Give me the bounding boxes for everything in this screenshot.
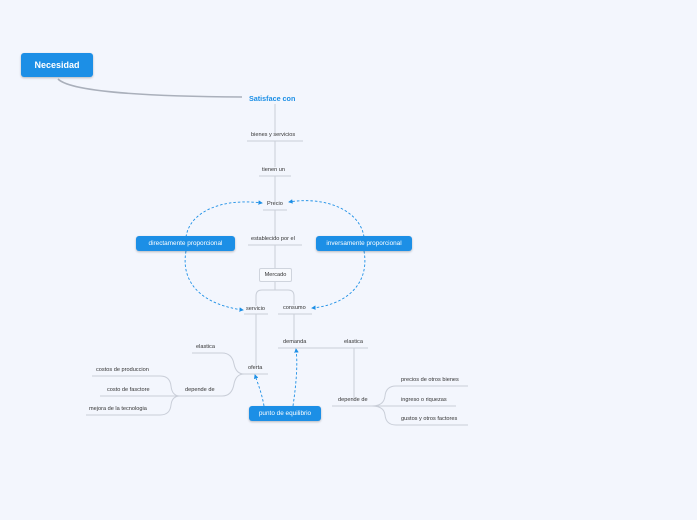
- node-precios-de-otros-bienes[interactable]: precios de otros bienes: [401, 377, 459, 383]
- node-establecido-por-el[interactable]: establecido por el: [251, 236, 295, 242]
- connector-depende-precios: [371, 385, 468, 407]
- node-elastica-oferta[interactable]: elastica: [196, 344, 215, 350]
- dashed-link-equilibrio-demanda: [292, 348, 299, 407]
- node-gustos-y-otros-factores[interactable]: gustos y otros factores: [401, 416, 458, 422]
- node-ingreso-o-riquezas[interactable]: ingreso o riquezas: [401, 397, 447, 403]
- connector-mercado-consumo: [275, 289, 295, 305]
- node-depende-de-oferta[interactable]: depende de: [185, 387, 215, 393]
- dashed-link-directa-precio: [185, 200, 263, 238]
- node-punto-de-equilibrio[interactable]: punto de equilibrio: [249, 406, 321, 421]
- node-elastica-demanda[interactable]: elastica: [344, 339, 363, 345]
- dashed-link-inversa-precio: [288, 199, 365, 238]
- connector-depende-costos: [92, 375, 181, 397]
- node-precio[interactable]: Precio: [267, 201, 283, 207]
- node-satisface-con[interactable]: Satisface con: [249, 94, 296, 103]
- node-mercado[interactable]: Mercado: [259, 268, 292, 282]
- node-inversamente-proporcional[interactable]: inversamente proporcional: [316, 236, 412, 251]
- node-necesidad[interactable]: Necesidad: [21, 53, 93, 77]
- connector-depende-tecnologia: [86, 395, 181, 416]
- connector-oferta-elastica: [192, 352, 245, 375]
- connector-root: [57, 78, 243, 98]
- node-oferta[interactable]: oferta: [248, 365, 263, 371]
- node-servicio[interactable]: servicio: [246, 306, 265, 312]
- node-costos-de-produccion[interactable]: costos de produccion: [96, 367, 149, 373]
- connector-oferta-depende: [180, 373, 245, 397]
- connector-mercado-servicio: [255, 281, 276, 306]
- node-tienen-un[interactable]: tienen un: [262, 167, 286, 173]
- node-mejora-de-la-tecnologia[interactable]: mejora de la tecnologia: [89, 406, 147, 412]
- node-bienes-y-servicios[interactable]: bienes y servicios: [251, 132, 296, 138]
- node-depende-de-demanda[interactable]: depende de: [338, 397, 368, 403]
- connector-depende-gustos: [371, 405, 468, 426]
- dashed-link-equilibrio-oferta: [254, 374, 265, 407]
- node-consumo[interactable]: consumo: [283, 305, 306, 311]
- node-demanda[interactable]: demanda: [283, 339, 307, 345]
- node-directamente-proporcional[interactable]: directamente proporcional: [136, 236, 235, 251]
- dashed-link-directa-servicio: [184, 250, 244, 312]
- node-costo-de-fasctore[interactable]: costo de fasctore: [107, 387, 150, 393]
- dashed-link-inversa-consumo: [311, 250, 366, 310]
